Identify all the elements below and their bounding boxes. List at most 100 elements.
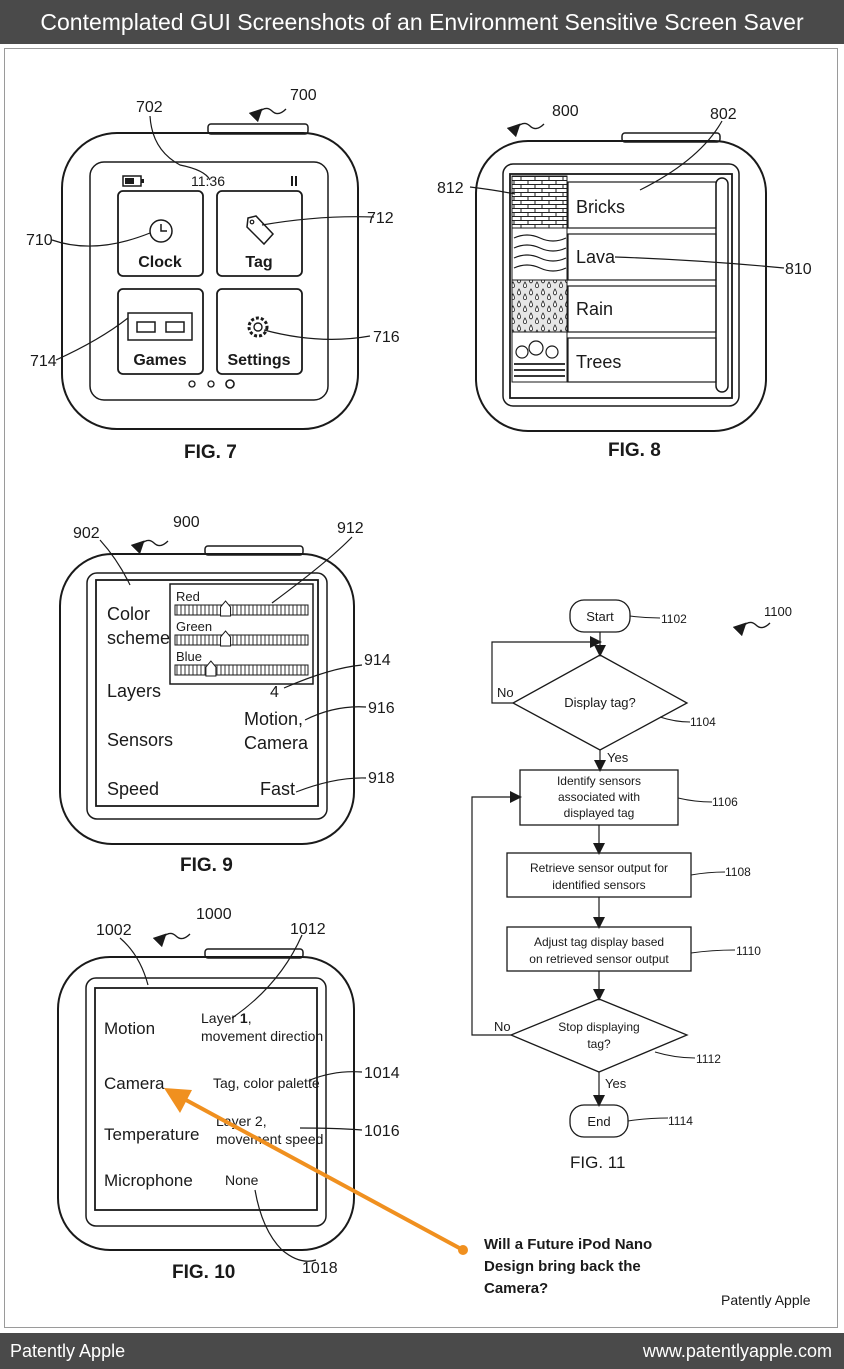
ref-1108: 1108 — [725, 865, 751, 879]
color-label-2: scheme — [107, 628, 170, 648]
gear-icon — [247, 316, 269, 338]
motion-label: Motion — [104, 1019, 155, 1038]
fig7-time: 11:36 — [191, 173, 225, 189]
speed-label: Speed — [107, 779, 159, 799]
process1-line3: displayed tag — [564, 806, 635, 820]
fig8-caption: FIG. 8 — [608, 440, 661, 461]
list-item-lava[interactable] — [567, 233, 717, 281]
decision2-line2: tag? — [587, 1037, 611, 1051]
microphone-label: Microphone — [104, 1171, 193, 1190]
slider-green-thumb[interactable] — [220, 630, 232, 647]
page-dot — [188, 380, 196, 388]
fig9-device: Red Green Blue Color scheme Layers Senso… — [59, 514, 395, 876]
fig11-flowchart: Start 1102 Display tag? 1104 No Yes Iden… — [471, 599, 792, 1172]
ref-1002: 1002 — [96, 922, 132, 939]
slider-blue-label: Blue — [176, 649, 202, 664]
item-lava: Lava — [576, 247, 616, 267]
end-text: End — [587, 1114, 610, 1129]
fig7-caption: FIG. 7 — [184, 442, 237, 463]
item-rain: Rain — [576, 299, 613, 319]
ref-912: 912 — [337, 520, 364, 537]
ref-1102: 1102 — [661, 612, 687, 626]
trees-thumbnail — [511, 331, 568, 383]
sensors-value-2[interactable]: Camera — [244, 733, 309, 753]
bricks-thumbnail — [511, 175, 568, 229]
ref-1114: 1114 — [668, 1114, 693, 1128]
settings-tile[interactable] — [216, 288, 303, 375]
process3-line2: on retrieved sensor output — [529, 952, 669, 966]
item-trees: Trees — [576, 352, 621, 372]
games-label: Games — [133, 352, 186, 369]
layers-value[interactable]: 4 — [270, 684, 279, 701]
figure-frame — [4, 48, 838, 1328]
games-tile[interactable] — [117, 288, 204, 375]
ref-1000: 1000 — [196, 906, 232, 923]
process1-line1: Identify sensors — [557, 774, 641, 788]
ref-802: 802 — [710, 106, 737, 123]
speed-value[interactable]: Fast — [260, 779, 295, 799]
microphone-value[interactable]: None — [225, 1172, 259, 1188]
ref-1016: 1016 — [364, 1123, 400, 1140]
games-icon — [127, 312, 193, 341]
decision2-line1: Stop displaying — [558, 1020, 639, 1034]
page-dot — [207, 380, 215, 388]
page-dot — [225, 379, 235, 389]
tag-label: Tag — [245, 254, 272, 271]
ref-1012: 1012 — [290, 921, 326, 938]
color-label-1: Color — [107, 604, 150, 624]
ref-1106: 1106 — [712, 795, 738, 809]
footer-url[interactable]: www.patentlyapple.com — [642, 1341, 832, 1361]
fig9-caption: FIG. 9 — [180, 855, 233, 876]
slider-green-label: Green — [176, 619, 212, 634]
process1-line2: associated with — [558, 790, 640, 804]
ref-1110: 1110 — [736, 944, 761, 958]
slider-red-track[interactable] — [174, 604, 309, 616]
layers-label: Layers — [107, 681, 161, 701]
footer-brand: Patently Apple — [10, 1341, 126, 1361]
color-sliders-panel — [169, 583, 314, 685]
ref-1112: 1112 — [696, 1052, 721, 1066]
ref-1014: 1014 — [364, 1065, 400, 1082]
motion-value-2[interactable]: movement direction — [201, 1028, 323, 1044]
ref-1018: 1018 — [302, 1260, 338, 1277]
slider-green-track[interactable] — [174, 634, 309, 646]
watermark: Patently Apple — [721, 1292, 811, 1308]
ref-902: 902 — [73, 525, 100, 542]
list-item-rain[interactable] — [567, 285, 717, 333]
ref-812: 812 — [437, 180, 464, 197]
slider-blue-thumb[interactable] — [205, 660, 217, 677]
yes2-label: Yes — [605, 1076, 627, 1091]
ref-810: 810 — [785, 261, 812, 278]
clock-icon — [149, 219, 173, 243]
temperature-value-2[interactable]: movement speed — [216, 1131, 323, 1147]
camera-value[interactable]: Tag, color palette — [213, 1075, 320, 1091]
slider-blue-track[interactable] — [174, 664, 309, 676]
callout-arrow — [164, 1088, 468, 1255]
item-bricks: Bricks — [576, 197, 625, 217]
clock-tile[interactable] — [117, 190, 204, 277]
ref-900: 900 — [173, 514, 200, 531]
sensors-value-1[interactable]: Motion, — [244, 709, 303, 729]
footer-banner: Patently Apple www.patentlyapple.com — [0, 1333, 844, 1369]
ref-1104: 1104 — [690, 715, 716, 729]
slider-red-label: Red — [176, 589, 200, 604]
header-banner: Contemplated GUI Screenshots of an Envir… — [0, 0, 844, 79]
list-item-bricks[interactable] — [567, 181, 717, 229]
slider-red-thumb[interactable] — [220, 600, 232, 617]
clock-label: Clock — [138, 254, 182, 271]
motion-value[interactable]: Layer 1, — [201, 1010, 252, 1026]
process3-line1: Adjust tag display based — [534, 935, 664, 949]
ref-710: 710 — [26, 232, 53, 249]
tree-icon — [514, 340, 565, 377]
ref-702: 702 — [136, 99, 163, 116]
fig10-device: Motion Camera Temperature Microphone Lay… — [57, 906, 400, 1283]
scrollbar[interactable] — [715, 177, 729, 393]
sensors-label: Sensors — [107, 730, 173, 750]
battery-icon — [122, 175, 144, 187]
list-item-trees[interactable] — [567, 337, 717, 383]
fig11-caption: FIG. 11 — [570, 1153, 625, 1172]
callout-line-2: Design bring back the — [484, 1258, 641, 1275]
ref-800: 800 — [552, 103, 579, 120]
tag-tile[interactable] — [216, 190, 303, 277]
